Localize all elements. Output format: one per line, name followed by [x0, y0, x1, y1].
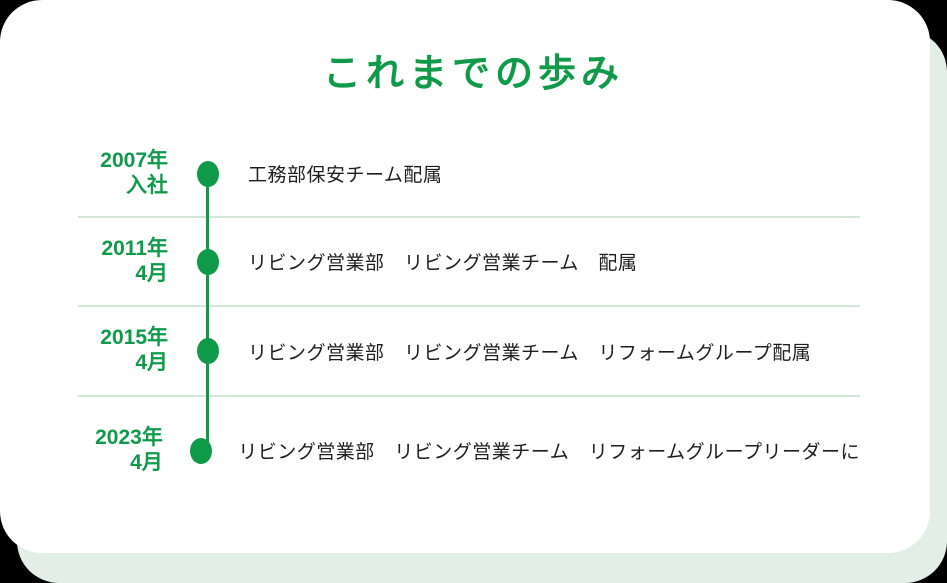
timeline-dot-icon	[197, 248, 219, 275]
timeline-node	[168, 338, 248, 364]
timeline-date: 2015年 4月	[78, 326, 168, 376]
career-timeline: 2007年 入社 工務部保安チーム配属 2011年 4月 リビング営業部 リビン…	[78, 131, 860, 504]
timeline-row: 2007年 入社 工務部保安チーム配属	[78, 131, 860, 218]
timeline-node	[168, 248, 248, 275]
timeline-row: 2011年 4月 リビング営業部 リビング営業チーム 配属	[78, 218, 860, 307]
timeline-month: 入社	[126, 173, 168, 197]
timeline-year: 2007年	[100, 148, 168, 172]
timeline-year: 2015年	[100, 326, 168, 350]
timeline-row: 2015年 4月 リビング営業部 リビング営業チーム リフォームグループ配属	[78, 307, 860, 397]
timeline-dot-icon	[197, 338, 219, 364]
timeline-row: 2023年 4月 リビング営業部 リビング営業チーム リフォームグループリーダー…	[78, 397, 860, 504]
timeline-month: 4月	[135, 261, 168, 285]
timeline-month: 4月	[130, 450, 163, 474]
timeline-year: 2011年	[101, 236, 168, 260]
timeline-date: 2011年 4月	[78, 237, 168, 287]
timeline-connector-line	[206, 175, 209, 451]
timeline-dot-icon	[189, 437, 212, 464]
timeline-date: 2007年 入社	[78, 149, 168, 199]
timeline-description: リビング営業部 リビング営業チーム リフォームグループ配属	[248, 342, 812, 364]
timeline-node	[163, 437, 238, 464]
timeline-date: 2023年 4月	[78, 426, 163, 476]
timeline-description: リビング営業部 リビング営業チーム リフォームグループリーダーに	[238, 442, 860, 463]
timeline-year: 2023年	[95, 425, 163, 449]
timeline-description: リビング営業部 リビング営業チーム 配属	[248, 253, 638, 274]
timeline-description: 工務部保安チーム配属	[248, 165, 443, 186]
page-title: これまでの歩み	[322, 53, 624, 95]
timeline-month: 4月	[135, 351, 168, 374]
content-card	[0, 0, 930, 553]
timeline-dot-icon	[197, 160, 219, 187]
timeline-node	[168, 160, 248, 187]
